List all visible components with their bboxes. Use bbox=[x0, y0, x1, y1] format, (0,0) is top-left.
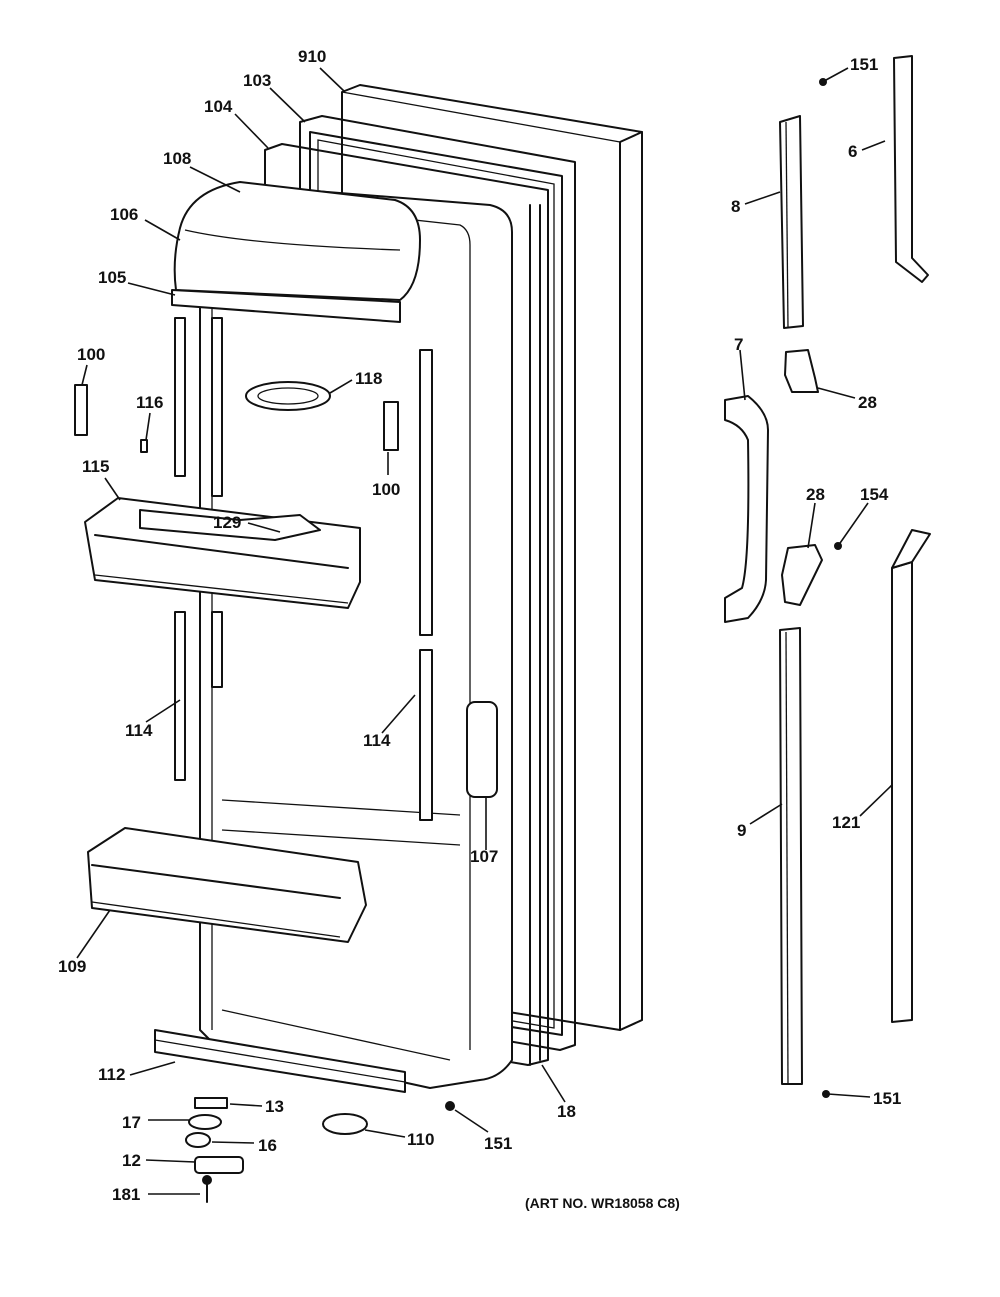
callout-112: 112 bbox=[98, 1065, 125, 1084]
callout-12: 12 bbox=[122, 1151, 141, 1170]
callout-118: 118 bbox=[355, 369, 382, 388]
callout-151-right: 151 bbox=[873, 1089, 901, 1108]
callout-151-bottom: 151 bbox=[484, 1134, 512, 1153]
callout-6: 6 bbox=[848, 142, 857, 161]
callout-181: 181 bbox=[112, 1185, 140, 1204]
trim-strip-9 bbox=[779, 627, 803, 1085]
callout-7: 7 bbox=[734, 335, 743, 354]
callout-116: 116 bbox=[136, 393, 163, 412]
callout-114-left: 114 bbox=[125, 721, 153, 740]
callout-8: 8 bbox=[731, 197, 740, 216]
bottom-trim bbox=[154, 1029, 406, 1093]
callout-108: 108 bbox=[163, 149, 191, 168]
door-shelf-upper bbox=[84, 497, 361, 609]
callout-121: 121 bbox=[832, 813, 860, 832]
callout-110: 110 bbox=[407, 1130, 434, 1149]
callout-106: 106 bbox=[110, 205, 138, 224]
trim-strip-6 bbox=[893, 55, 929, 283]
top-dairy-bin bbox=[171, 181, 421, 323]
leader-lines bbox=[76, 67, 893, 1195]
hinge-bracket-28-lower bbox=[781, 544, 823, 606]
door-shelf-lower bbox=[87, 827, 367, 943]
callout-151-top: 151 bbox=[850, 55, 878, 74]
callout-100-left: 100 bbox=[77, 345, 105, 364]
small-parts bbox=[74, 381, 498, 1203]
callout-103: 103 bbox=[243, 71, 271, 90]
callout-16: 16 bbox=[258, 1136, 277, 1155]
callout-28-upper: 28 bbox=[858, 393, 877, 412]
callout-154: 154 bbox=[860, 485, 889, 504]
trim-strip-8 bbox=[779, 115, 804, 329]
callout-115: 115 bbox=[82, 457, 109, 476]
hinge-bracket-28-upper bbox=[784, 349, 819, 393]
callout-9: 9 bbox=[737, 821, 746, 840]
handle-7 bbox=[724, 395, 769, 623]
callout-107: 107 bbox=[470, 847, 498, 866]
callout-114-right: 114 bbox=[363, 731, 391, 750]
callout-100-right: 100 bbox=[372, 480, 400, 499]
callout-13: 13 bbox=[265, 1097, 284, 1116]
callout-910: 910 bbox=[298, 47, 326, 66]
callout-28-lower: 28 bbox=[806, 485, 825, 504]
trim-strip-121 bbox=[891, 529, 931, 1023]
callout-18: 18 bbox=[557, 1102, 576, 1121]
liner-rails bbox=[174, 317, 433, 821]
callout-104: 104 bbox=[204, 97, 233, 116]
callout-labels: 910 103 104 108 106 105 100 116 118 100 … bbox=[58, 47, 901, 1211]
callout-17: 17 bbox=[122, 1113, 141, 1132]
callout-105: 105 bbox=[98, 268, 126, 287]
screws bbox=[819, 78, 842, 1098]
door-inner-liner bbox=[199, 184, 513, 1089]
art-number: (ART NO. WR18058 C8) bbox=[525, 1195, 680, 1211]
callout-129: 129 bbox=[213, 513, 241, 532]
callout-109: 109 bbox=[58, 957, 86, 976]
